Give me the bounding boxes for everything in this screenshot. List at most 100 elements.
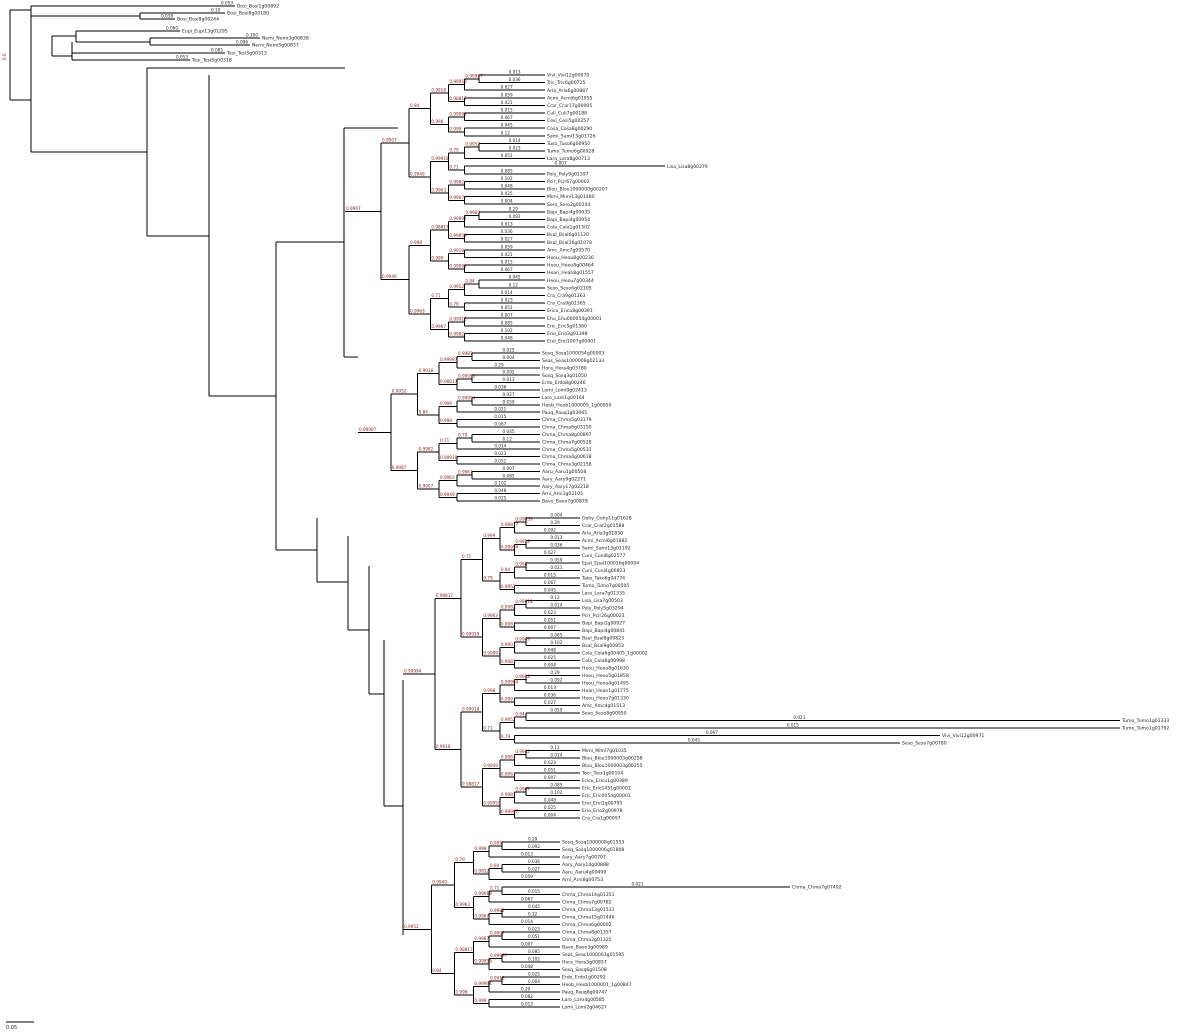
support-label: 0.99918 (449, 317, 467, 322)
branch-length-label: 0.021 (793, 715, 805, 720)
branch-length-label: 0.023 (494, 451, 506, 456)
branch-length-label: 0.036 (544, 693, 556, 698)
support-label: 0.9952 (474, 868, 489, 873)
support-label: 0.9987 (501, 792, 516, 797)
support-label: 0.99997 (359, 427, 377, 432)
branch-length-label: 0.013 (501, 222, 513, 227)
support-label: 0.9952 (465, 142, 480, 147)
support-label: 0.84 (465, 279, 475, 284)
leaf-label: Eupi_Eupi13g01295 (182, 29, 228, 35)
branch-length-label: 0.014 (494, 444, 506, 449)
leaf-label: Soro_Soro2g00244 (547, 202, 590, 208)
branch-length-label: 0.092 (544, 528, 556, 533)
leaf-label: Bsal_Bsal6g01120 (547, 232, 589, 238)
branch-length-label: 0.036 (528, 859, 540, 864)
branch-length-label: 0.023 (501, 298, 513, 303)
support-label: 0.999 (449, 127, 461, 132)
leaf-label: Aary_Aary7g00707 (562, 855, 606, 861)
branch-length-label: 0.051 (528, 934, 540, 939)
support-label: 0.9967 (474, 913, 489, 918)
leaf-label: Blou_Blou1000003g00255 (582, 763, 643, 769)
leaf-label: Chma_Chma4g00618 (542, 454, 592, 460)
support-label: 0.99918 (462, 707, 480, 712)
branch-length-label: 0.102 (550, 790, 562, 795)
leaf-label: Seas_Seas1000008g02133 (542, 358, 604, 364)
leaf-label: Bapi_Bapi4g00954 (547, 217, 590, 223)
branch-length-label: 0.048 (501, 336, 513, 341)
branch-length-label: 0.007 (555, 161, 567, 166)
leaf-label: Cra_Cra9g01365 (547, 301, 586, 307)
branch-length-label: 0.007 (501, 313, 513, 318)
leaf-label: Pcir_Pcir67g00002 (547, 179, 590, 185)
branch-length-label: 0.092 (550, 678, 562, 683)
branch-length-label: 0.12 (501, 130, 511, 135)
support-label: 0.84 (490, 863, 500, 868)
leaf-label: Bosi_Bosi8g00244 (177, 17, 219, 23)
branch-length-label: 0.007 (544, 625, 556, 630)
branch-length-label: 0.12 (550, 595, 560, 600)
support-label: 0.99994 (458, 396, 476, 401)
leaf-label: Heou_Heou5g01858 (582, 673, 629, 679)
support-label: 0.98817 (436, 593, 454, 598)
branch-length-label: 0.067 (494, 422, 506, 427)
leaf-label: Tesi_Tesi5g00318 (191, 58, 232, 64)
branch-length-label: 0.045 (501, 123, 513, 128)
branch-length-label: 0.102 (550, 640, 562, 645)
leaf-label: Amc_Amc7g00570 (547, 247, 590, 253)
branch-length-label: 0.29 (521, 987, 531, 992)
leaf-label: Cra_Cra1g00097 (582, 816, 621, 822)
support-label: 0.98817 (501, 522, 519, 527)
support-label: 0.9918 (436, 744, 451, 749)
leaf-label: Heou_Heou8g01630 (582, 666, 629, 672)
branch-length-label: 0.045 (509, 275, 521, 280)
support-label: 0.9949 (483, 763, 498, 768)
support-label: 0.999 (474, 998, 486, 1003)
support-label: 0.9963 (431, 187, 446, 192)
branch-length-label: 0.067 (501, 115, 513, 120)
leaf-label: Aary_Aary14g00888 (562, 862, 609, 868)
support-label: 0.84 (501, 567, 511, 572)
support-label: 0.998 (431, 119, 443, 124)
support-label: 0.9982 (501, 604, 516, 609)
branch-length-label: 0.29 (494, 362, 504, 367)
branch-length-label: 0.045 (544, 588, 556, 593)
support-label: 0.98817 (440, 379, 458, 384)
branch-length-label: 0.051 (501, 153, 513, 158)
branch-length-label: 0.014 (550, 753, 562, 758)
leaf-label: Lisa_Lisa8g00279 (667, 164, 708, 170)
branch-length-label: 0.12 (550, 745, 560, 750)
leaf-label: Erio_Erio3g01398 (547, 331, 588, 337)
leaf-label: Arla_Arla3g01830 (582, 531, 623, 537)
branch-length-label: 0.092 (509, 214, 521, 219)
branch-length-label: 0.085 (211, 48, 223, 53)
support-label: 0.998 (440, 418, 452, 423)
support-label: 0.71 (449, 165, 459, 170)
leaf-label: Heou_Heou4g01495 (582, 681, 629, 687)
branch-length-label: 0.045 (688, 738, 700, 743)
leaf-label: Arla_Arla6g00887 (547, 88, 588, 94)
branch-length-label: 0.036 (509, 77, 521, 82)
branch-length-label: 0.085 (501, 168, 513, 173)
leaf-label: Hora_Hora5g00857 (562, 960, 607, 966)
support-label: 0.9967 (501, 621, 516, 626)
support-label: 0.99959 (449, 79, 467, 84)
branch-length-label: 0.059 (521, 874, 533, 879)
support-label: 0.71 (440, 438, 450, 443)
support-label: 0.99997 (490, 953, 508, 958)
leaf-label: Sosq_Sosq3g01050 (542, 373, 587, 379)
support-label: 0.9918 (515, 539, 530, 544)
branch-length-label: 0.059 (503, 399, 515, 404)
branch-length-label: 0.004 (544, 663, 556, 668)
leaf-label: Tumo_Tumo7g00505 (581, 583, 629, 589)
leaf-label: Cesi_Cesi5g00257 (547, 118, 589, 124)
leaf-label: Lomi_Lomi2g04627 (562, 1005, 607, 1011)
branch-length-label: 0.036 (550, 543, 562, 548)
leaf-label: Laro_Laro1g00164 (542, 395, 585, 401)
branch-length-label: 0.048 (494, 488, 506, 493)
branch-length-label: 0.29 (509, 206, 519, 211)
branch-length-label: 0.013 (521, 852, 533, 857)
leaf-label: Erdo_Erdo8g00246 (542, 380, 586, 386)
support-label: 0.99997 (449, 216, 467, 221)
support-label: 0.9918 (419, 368, 434, 373)
branch-length-label: 0.12 (503, 436, 513, 441)
